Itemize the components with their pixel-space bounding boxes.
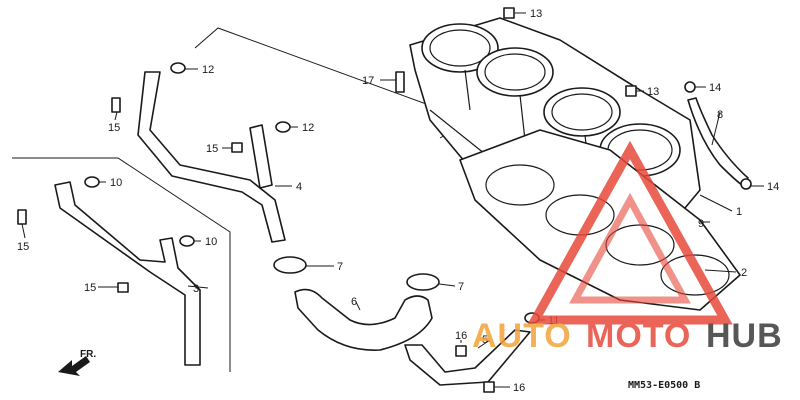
water-pipe-lower	[54, 181, 201, 366]
watermark-text-moto: MOTO	[586, 317, 691, 355]
front-arrow-icon	[58, 356, 90, 376]
watermark: AUTO MOTO HUB	[472, 140, 783, 355]
callout-9: 9	[698, 218, 704, 230]
front-direction-marker: FR.	[58, 349, 96, 376]
water-pipe-branch	[249, 124, 273, 189]
water-hose-lower	[294, 288, 433, 351]
bolt-15-b	[231, 142, 243, 153]
o-ring-12-a	[170, 62, 186, 74]
callout-8: 8	[717, 109, 723, 121]
callout-15-a: 15	[108, 122, 120, 134]
callout-15-c: 15	[17, 241, 29, 253]
callout-15-b: 15	[206, 143, 218, 155]
callout-15-d: 15	[84, 282, 96, 294]
hose-clamp-left	[273, 256, 307, 274]
clip-14-a	[684, 81, 696, 93]
callout-7-a: 7	[337, 261, 343, 273]
o-ring-10-a	[84, 176, 100, 188]
water-pipe-rear	[404, 329, 531, 386]
callout-10-b: 10	[205, 236, 217, 248]
callout-13-a: 13	[530, 8, 542, 20]
catalog-code: MM53-E0500 B	[628, 380, 700, 391]
callout-16-a: 16	[455, 330, 467, 342]
callout-2: 2	[741, 267, 747, 279]
callout-13-b: 13	[647, 86, 659, 98]
callout-17: 17	[362, 75, 374, 87]
callout-5: 5	[482, 334, 488, 346]
o-ring-10-b	[179, 235, 195, 247]
watermark-logo-icon	[527, 140, 733, 325]
callout-leaders	[21, 12, 764, 388]
callout-14-b: 14	[767, 181, 779, 193]
callout-10-a: 10	[110, 177, 122, 189]
dowel-13-b	[625, 85, 637, 97]
water-pipe-upper	[137, 71, 286, 243]
callout-labels: 1 2 3 4 5 6 7 7 8 9 10 10 11 12 12 13 13…	[17, 8, 779, 394]
callout-1: 1	[736, 206, 742, 218]
callout-4: 4	[296, 181, 302, 193]
callout-12-b: 12	[302, 122, 314, 134]
clip-14-b	[740, 178, 752, 190]
bolt-16-a	[455, 345, 467, 357]
bolt-15-a	[111, 97, 121, 113]
callout-6: 6	[351, 296, 357, 308]
watermark-text-auto: AUTO	[472, 317, 572, 355]
o-ring-12-b	[275, 121, 291, 133]
hose-clamp-right	[406, 273, 440, 291]
callout-3: 3	[193, 283, 199, 295]
bolt-16-b	[483, 381, 495, 393]
bolt-15-d	[117, 282, 129, 293]
front-label: FR.	[80, 349, 96, 360]
watermark-text-hub: HUB	[706, 317, 783, 355]
callout-12-a: 12	[202, 64, 214, 76]
callout-7-b: 7	[458, 281, 464, 293]
callout-16-b: 16	[513, 382, 525, 394]
dowel-13-a	[503, 7, 515, 19]
bolt-15-c	[17, 209, 27, 225]
cylinder-base-gasket	[459, 129, 741, 311]
bolt-17	[395, 71, 405, 93]
guide-line-left	[12, 157, 231, 372]
callout-14-a: 14	[709, 82, 721, 94]
